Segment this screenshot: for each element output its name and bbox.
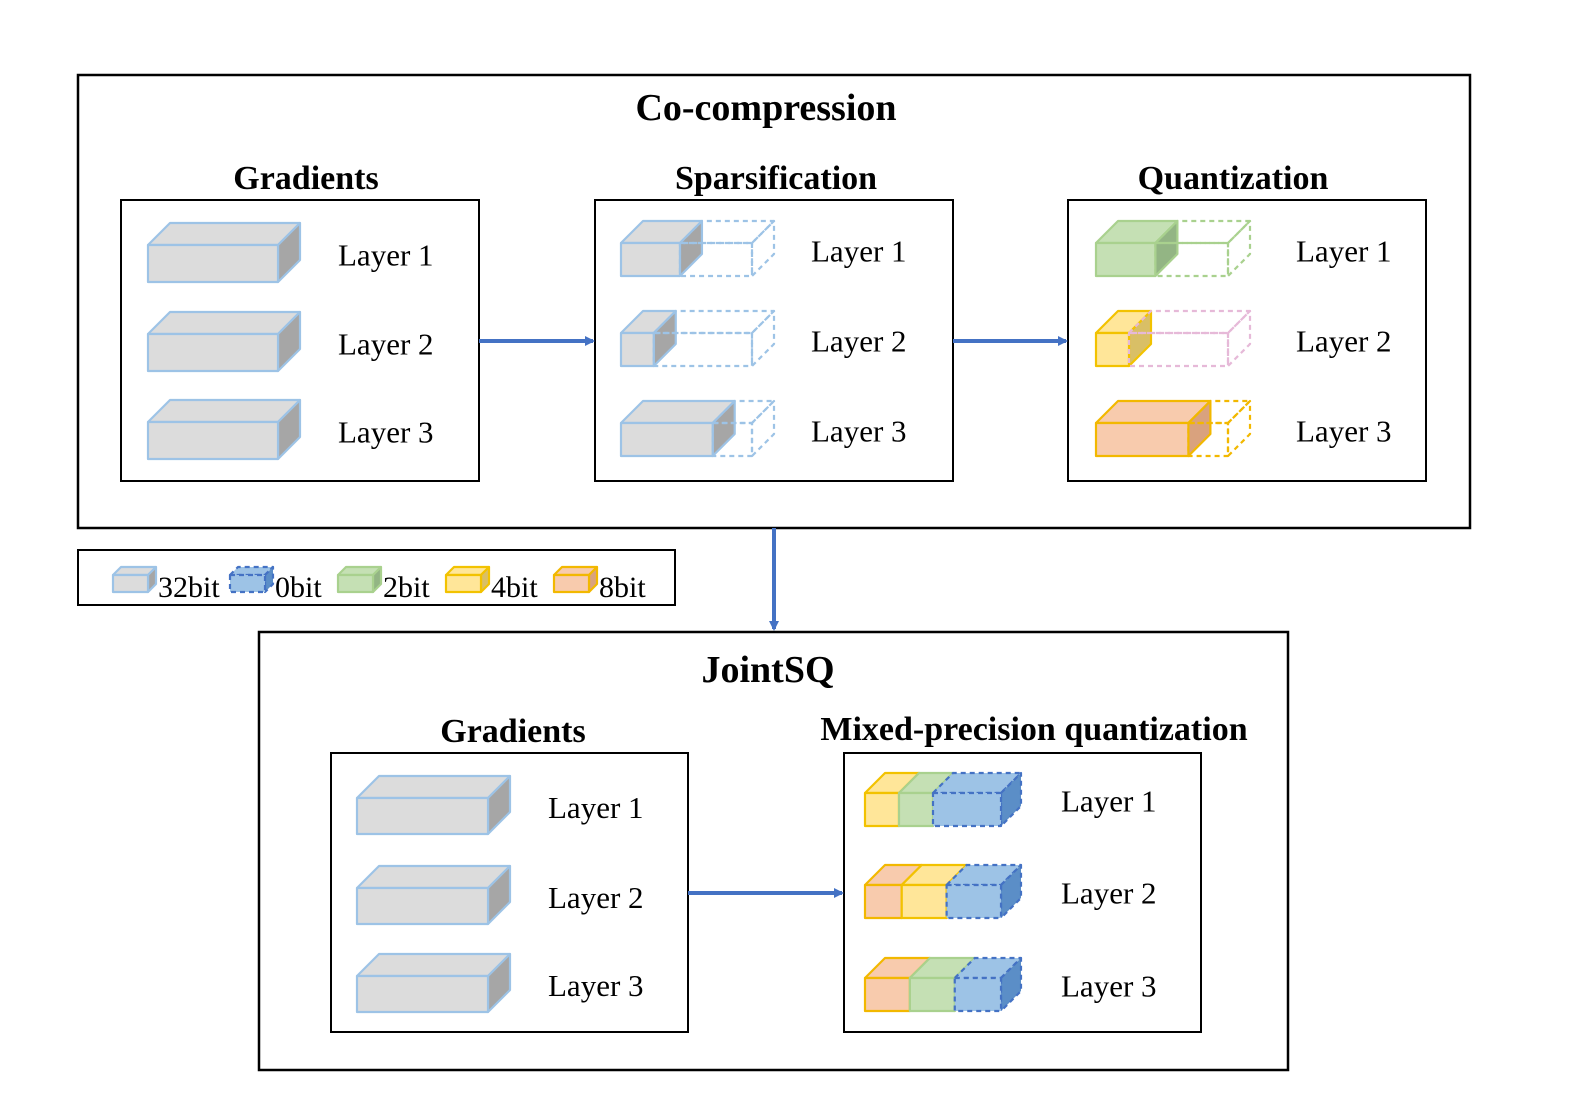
cc-quantization-layer-2-label: Layer 2 [1296, 324, 1392, 359]
cc-quantization-layer-3-label: Layer 3 [1296, 414, 1392, 449]
legend-item-32bit: 32bit [111, 565, 220, 604]
cc-sparsification-layer-3-segment-32bit [619, 399, 736, 458]
jsq-gradients-layer-2: Layer 2 [355, 864, 644, 926]
legend-swatch-2bit [336, 565, 383, 594]
cc-quantization-layer-1-segment-2bit-outline [1154, 219, 1252, 278]
jointsq-gradients-layers: Layer 1 Layer 2 Layer 3 [355, 774, 644, 1014]
cc-sparsification-layer-2-label: Layer 2 [811, 324, 907, 359]
jsq-mixed-layer-2: Layer 2 [863, 863, 1157, 920]
jsq-mixed-layer-2-segment-0bit [945, 863, 1023, 920]
jsq-mixed-layer-1-segment-0bit [931, 771, 1023, 828]
cc-gradients-layer-3-segment-32bit [146, 398, 302, 461]
jsq-mixed-layer-1-label: Layer 1 [1061, 784, 1157, 819]
jsq-mixed-layer-3-label: Layer 3 [1061, 969, 1157, 1004]
legend-item-8bit: 8bit [552, 565, 646, 604]
cc-quantization-layer-1-segment-2bit [1094, 219, 1179, 278]
legend-label-4bit: 4bit [491, 571, 538, 604]
cc-quantization-layer-1-label: Layer 1 [1296, 234, 1392, 269]
legend: 32bit 0bit 2bit 4bit 8bit [77, 549, 676, 606]
cc-gradients-layer-3-label: Layer 3 [338, 415, 434, 450]
cc-gradients-layer-2-label: Layer 2 [338, 327, 434, 362]
cc-sparsification-layer-1: Layer 1 [619, 219, 907, 278]
jsq-gradients-layer-1-label: Layer 1 [548, 790, 644, 825]
cc-sparsification-layer-2-segment-sparse-outline [652, 309, 776, 368]
jsq-gradients-layer-3-segment-32bit [355, 952, 512, 1014]
legend-swatch-4bit [444, 565, 491, 594]
cc-quantization-layer-1: Layer 1 [1094, 219, 1392, 278]
jsq-gradients-layer-2-segment-32bit [355, 864, 512, 926]
cc-sparsification-layer-1-segment-32bit [619, 219, 704, 278]
cc-quantization-layer-3: Layer 3 [1094, 399, 1392, 458]
mixed-precision-box [843, 752, 1202, 1033]
quantization-layers: Layer 1 Layer 2 Layer 3 [1094, 219, 1392, 458]
legend-swatch-32bit [111, 565, 158, 594]
sparsification-layers: Layer 1 Layer 2 Layer 3 [619, 219, 907, 458]
legend-label-8bit: 8bit [599, 571, 646, 604]
co-compression-title: Co-compression [635, 87, 896, 129]
cc-sparsification-layer-1-segment-sparse-outline [678, 219, 776, 278]
legend-item-2bit: 2bit [336, 565, 430, 604]
cc-gradients-layer-3: Layer 3 [146, 398, 434, 461]
quantization-box [1067, 199, 1427, 482]
cc-gradients-layer-2-segment-32bit [146, 310, 302, 373]
cc-gradients-layer-1-label: Layer 1 [338, 238, 434, 273]
cc-quantization-layer-2: Layer 2 [1094, 309, 1392, 368]
cc-sparsification-layer-3: Layer 3 [619, 399, 907, 458]
legend-swatch-0bit [228, 565, 275, 594]
jsq-gradients-layer-1: Layer 1 [355, 774, 644, 836]
sparsification-title: Sparsification [675, 160, 877, 197]
cc-sparsification-layer-1-label: Layer 1 [811, 234, 907, 269]
legend-item-0bit: 0bit [228, 565, 322, 604]
cc-sparsification-layer-3-segment-sparse-outline [711, 399, 776, 458]
jointsq-title: JointSQ [701, 649, 834, 691]
cc-quantization-layer-3-segment-8bit [1094, 399, 1212, 458]
mixed-precision-title: Mixed-precision quantization [820, 711, 1247, 748]
legend-label-32bit: 32bit [158, 571, 220, 604]
cc-sparsification-layer-3-label: Layer 3 [811, 414, 907, 449]
jsq-gradients-layer-1-segment-32bit [355, 774, 512, 836]
mixed-precision-layers: Layer 1 Layer 2 Layer 3 [863, 771, 1157, 1013]
cc-gradients-layer-1-segment-32bit [146, 221, 302, 284]
jsq-gradients-layer-2-label: Layer 2 [548, 880, 644, 915]
jsq-gradients-layer-3-label: Layer 3 [548, 968, 644, 1003]
jsq-mixed-layer-2-label: Layer 2 [1061, 876, 1157, 911]
quantization-title: Quantization [1138, 160, 1329, 197]
legend-swatch-8bit [552, 565, 599, 594]
cc-gradients-layer-2: Layer 2 [146, 310, 434, 373]
cc-quantization-layer-3-segment-8bit-outline [1187, 399, 1252, 458]
gradients-title: Gradients [233, 160, 378, 197]
jsq-mixed-layer-3: Layer 3 [863, 956, 1157, 1013]
gradients-layers: Layer 1 Layer 2 Layer 3 [146, 221, 434, 461]
legend-item-4bit: 4bit [444, 565, 538, 604]
legend-label-0bit: 0bit [275, 571, 322, 604]
jsq-mixed-layer-3-segment-0bit [953, 956, 1023, 1013]
jsq-gradients-layer-3: Layer 3 [355, 952, 644, 1014]
cc-quantization-layer-2-segment-pink-outline [1127, 309, 1252, 368]
jointsq-gradients-title: Gradients [440, 713, 585, 750]
cc-quantization-layer-2-segment-4bit [1094, 309, 1153, 368]
jsq-mixed-layer-1: Layer 1 [863, 771, 1157, 828]
cc-sparsification-layer-2: Layer 2 [619, 309, 907, 368]
legend-label-2bit: 2bit [383, 571, 430, 604]
cc-gradients-layer-1: Layer 1 [146, 221, 434, 284]
